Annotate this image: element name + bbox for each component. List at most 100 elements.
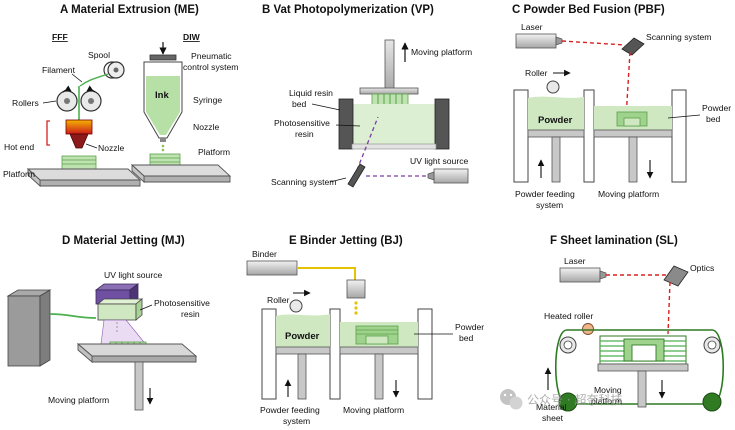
pbf-build-piston <box>593 129 673 138</box>
wechat-logo-icon <box>500 389 523 410</box>
bj-feed-label-1: Powder feeding <box>260 405 320 415</box>
mj-print-head <box>96 298 144 321</box>
rollers-icon <box>56 85 102 112</box>
vp-build-plate <box>359 87 419 95</box>
panel-b-vat-photopolymerization: B Vat Photopolymerization (VP) Moving pl… <box>262 4 472 188</box>
bj-build-rod <box>374 353 384 400</box>
pbf-powder-bed-label-1: Powder <box>702 103 731 113</box>
sl-material-label-1: Material <box>536 402 567 412</box>
vp-photo-label-2: resin <box>295 129 314 139</box>
panel-d-material-jetting: D Material Jetting (MJ) <box>6 235 210 411</box>
ink-label: Ink <box>155 90 169 101</box>
vp-platform-rod <box>384 39 395 91</box>
vp-uv-label: UV light source <box>410 156 468 166</box>
bj-feed-rod <box>297 353 307 400</box>
sl-sheet-stack <box>599 335 687 365</box>
panel-e-binder-jetting: E Binder Jetting (BJ) Binder Roller <box>246 235 484 426</box>
fff-label: FFF <box>52 32 68 42</box>
pbf-scanning-mirror <box>621 37 645 56</box>
vp-liquid-label-2: bed <box>292 99 307 109</box>
sl-heated-roller-label: Heated roller <box>544 311 593 321</box>
sl-moving-label-2: platform <box>591 396 622 406</box>
pbf-roller-label: Roller <box>525 68 548 78</box>
sl-guide-rollers <box>558 336 722 412</box>
platform-fff-label: Platform <box>3 169 35 179</box>
vp-scanning-label: Scanning system <box>271 177 336 187</box>
hot-end-label: Hot end <box>4 142 34 152</box>
sl-moving-label-1: Moving <box>594 385 622 395</box>
rollers-label: Rollers <box>12 98 39 108</box>
bj-build-piston <box>339 346 419 355</box>
bj-wall-middle <box>329 308 341 400</box>
mj-photo-label-1: Photosensitive <box>154 298 210 308</box>
pbf-wall-left <box>513 89 529 183</box>
panel-d-title: D Material Jetting (MJ) <box>62 235 185 247</box>
filament-line <box>79 73 109 87</box>
pbf-roller <box>546 80 560 94</box>
bj-feed-label-2: system <box>283 416 310 426</box>
pbf-powder-bed-label-2: bed <box>706 114 721 124</box>
pbf-feed-label-1: Powder feeding <box>515 189 575 199</box>
sl-optics-label: Optics <box>690 263 714 273</box>
sl-platform <box>597 363 689 372</box>
sl-heated-roller <box>582 323 594 335</box>
pbf-feed-label-2: system <box>536 200 563 210</box>
vp-resin <box>352 104 436 144</box>
pbf-build-rod <box>628 136 638 183</box>
sl-laser-label: Laser <box>564 256 586 266</box>
bj-binder-label: Binder <box>252 249 277 259</box>
vp-scanning-mirror <box>347 163 366 188</box>
panel-f-sheet-lamination: F Sheet lamination (SL) Laser Optics Hea… <box>536 235 724 423</box>
diw-platform <box>130 163 232 184</box>
bj-print-head <box>346 279 366 299</box>
bj-powder-bed-label-1: Powder <box>455 322 484 332</box>
vp-liquid-label-1: Liquid resin <box>289 88 333 98</box>
vp-uv-light-source <box>427 168 469 184</box>
pbf-printed-part <box>616 111 648 127</box>
bj-binder-line <box>297 267 356 280</box>
bj-binder-tank <box>246 260 298 276</box>
mj-feed-line <box>49 313 97 319</box>
mj-platform-rod <box>134 361 144 411</box>
hot-end-bracket <box>46 120 50 146</box>
bj-powder-supply <box>276 314 330 347</box>
bj-printed-part <box>355 325 399 345</box>
bj-feed-piston <box>275 346 331 355</box>
diw-label: DIW <box>183 32 201 42</box>
pbf-wall-right <box>671 89 687 183</box>
syringe-label: Syringe <box>193 95 222 105</box>
panel-e-title: E Binder Jetting (BJ) <box>289 235 403 247</box>
bj-powder-label: Powder <box>285 331 320 342</box>
sl-laser <box>559 267 607 283</box>
panel-c-powder-bed-fusion: C Powder Bed Fusion (PBF) Laser Scanning… <box>512 4 731 210</box>
mj-platform <box>76 343 198 363</box>
spool-icon <box>103 61 125 79</box>
nozzle-fff-label: Nozzle <box>98 143 124 153</box>
panel-f-title: F Sheet lamination (SL) <box>550 235 678 247</box>
vp-moving-platform-label: Moving platform <box>411 47 472 57</box>
bj-wall-left <box>261 308 277 400</box>
mj-photo-label-2: resin <box>181 309 200 319</box>
watermark-text: 公众号 · 超奈科技 <box>527 392 622 407</box>
panel-c-title: C Powder Bed Fusion (PBF) <box>512 4 665 16</box>
platform-diw-label: Platform <box>198 147 230 157</box>
sl-optics-mirror <box>663 265 689 287</box>
diw-printed-part <box>149 153 181 166</box>
watermark: 公众号 · 超奈科技 <box>500 389 622 410</box>
fff-printed-part <box>61 155 97 170</box>
pbf-laser <box>515 33 563 49</box>
pneumatic-label-1: Pneumatic <box>191 51 232 61</box>
vp-uv-beam-up <box>356 116 379 171</box>
bj-powder-bed-label-2: bed <box>459 333 474 343</box>
bj-moving-label: Moving platform <box>343 405 404 415</box>
vp-vat-wall-left <box>338 98 354 150</box>
vp-vat-window <box>351 143 437 150</box>
mj-uv-label: UV light source <box>104 270 162 280</box>
pbf-powder-supply <box>528 96 584 130</box>
pbf-scanning-label: Scanning system <box>646 32 711 42</box>
pbf-laser-label: Laser <box>521 22 543 32</box>
hot-end-block <box>65 119 93 135</box>
pbf-feed-piston <box>527 129 585 138</box>
diw-syringe <box>143 42 183 152</box>
